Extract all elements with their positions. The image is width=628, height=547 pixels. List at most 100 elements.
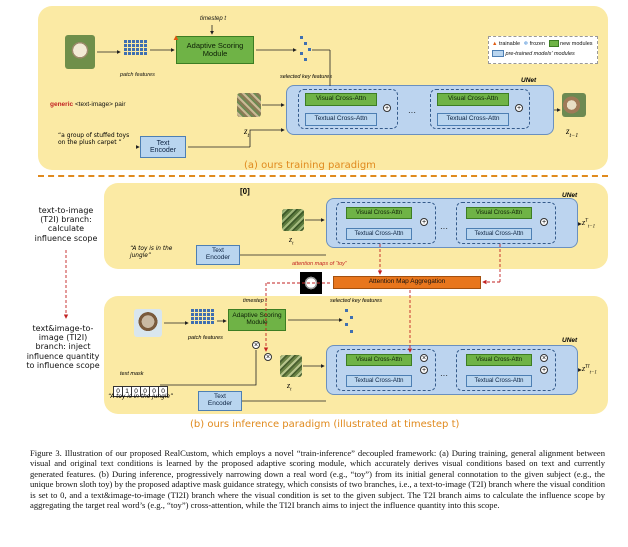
t2i-noisy-image bbox=[282, 209, 304, 231]
visual-cross-attn-2: Visual Cross-Attn bbox=[437, 93, 509, 106]
asm-label-2: Module bbox=[202, 49, 228, 58]
ti2i-textual-ca-1: Textual Cross-Attn bbox=[346, 375, 412, 387]
ti2i-output: zTIt−1 bbox=[582, 364, 597, 376]
ti2i-key-features bbox=[345, 309, 357, 335]
visual-cross-attn-1: Visual Cross-Attn bbox=[305, 93, 377, 106]
ti2i-te-label-1: Text bbox=[214, 393, 226, 401]
legend-new: new modules bbox=[560, 40, 593, 47]
ti2i-mult-2: × bbox=[540, 354, 548, 362]
unet-block-2 bbox=[430, 89, 530, 129]
input-image-dog bbox=[65, 35, 95, 69]
ti2i-out-sup: TI bbox=[585, 364, 590, 370]
unet-block-1 bbox=[298, 89, 398, 129]
unet-mid-block-1 bbox=[336, 202, 436, 244]
training-title: (a) ours training paradigm bbox=[244, 160, 376, 171]
ti2i-visual-ca-1: Visual Cross-Attn bbox=[346, 354, 412, 366]
separator bbox=[38, 175, 608, 177]
z-t1-label: zt−1 bbox=[566, 126, 578, 139]
multiply-node-1: × bbox=[252, 341, 260, 349]
textual-cross-attn-1: Textual Cross-Attn bbox=[305, 113, 377, 126]
ti2i-timestep: timestep t bbox=[243, 298, 267, 304]
t2i-prompt: “A toy is in the jungle” bbox=[130, 246, 173, 259]
text-encoder-label-1: Text bbox=[156, 139, 170, 147]
pair-generic-word: generic bbox=[50, 101, 74, 108]
sloth-subject-image bbox=[134, 309, 162, 337]
attention-maps-label: attention maps of “toy” bbox=[292, 261, 347, 267]
fire-icon: ▲ bbox=[172, 33, 180, 42]
add-node-1: + bbox=[383, 104, 391, 112]
ti2i-patch-grid bbox=[191, 309, 214, 324]
t2i-z-t: zt bbox=[289, 235, 294, 247]
z-t-sub: t bbox=[247, 132, 250, 139]
unet-label-mid: UNet bbox=[562, 192, 578, 199]
unet-bot-block-1 bbox=[336, 349, 436, 391]
selected-key-features-label: selected key features bbox=[280, 74, 332, 80]
add-node-2: + bbox=[515, 104, 523, 112]
unet-dots-top: ··· bbox=[408, 108, 416, 117]
t2i-out-sup: T bbox=[585, 218, 588, 224]
ti2i-textual-ca-2: Textual Cross-Attn bbox=[466, 375, 532, 387]
unet-dots-bot: ··· bbox=[440, 371, 448, 380]
mask-cell: 0 bbox=[158, 386, 168, 397]
ti2i-prompt: “A toy is in the jungle” bbox=[108, 394, 173, 400]
adaptive-scoring-module: Adaptive Scoring Module bbox=[176, 36, 254, 64]
legend-pretrained: pre-trained models' modules bbox=[505, 50, 575, 57]
ti2i-te-label-2: Encoder bbox=[207, 400, 233, 407]
t2i-out-symbol: z bbox=[582, 218, 586, 227]
asm-label-1: Adaptive Scoring bbox=[186, 41, 244, 51]
text-encoder-top: Text Encoder bbox=[140, 136, 186, 158]
ti2i-asm-label-1: Adaptive Scoring bbox=[232, 312, 282, 320]
unet-dots-mid: ··· bbox=[440, 224, 448, 233]
ti2i-add-1: + bbox=[420, 366, 428, 374]
t2i-add-1: + bbox=[420, 218, 428, 226]
t2i-visual-ca-1: Visual Cross-Attn bbox=[346, 207, 412, 219]
ti2i-noisy-image bbox=[280, 355, 302, 377]
output-image bbox=[562, 93, 586, 117]
ti2i-patch-label: patch features bbox=[188, 335, 223, 341]
multiply-node-2: × bbox=[264, 353, 272, 361]
ti2i-out-symbol: z bbox=[582, 364, 586, 373]
t2i-output: zTt−1 bbox=[582, 218, 595, 230]
ti2i-adaptive-scoring: Adaptive Scoring Module bbox=[228, 309, 286, 331]
pair-rest: <text-image> pair bbox=[74, 101, 126, 108]
legend-frozen: frozen bbox=[529, 40, 546, 47]
selected-key-features bbox=[300, 36, 314, 66]
unet-label-top: UNet bbox=[521, 77, 537, 84]
inference-title: (b) ours inference paradigm (illustrated… bbox=[190, 419, 460, 430]
snowflake-icon: ❄ bbox=[523, 40, 529, 47]
legend-trainable: trainable bbox=[498, 40, 521, 47]
noisy-latent-image bbox=[237, 93, 261, 117]
t2i-text-encoder: Text Encoder bbox=[196, 245, 240, 265]
ti2i-asm-label-2: Module bbox=[246, 319, 268, 326]
ti2i-selected-key-features: selected key features bbox=[330, 298, 382, 304]
ti2i-mult-1: × bbox=[420, 354, 428, 362]
patch-feature-grid bbox=[124, 40, 147, 55]
t2i-side-label: text-to-image (T2I) branch: calculate in… bbox=[34, 206, 98, 243]
figure-caption: Figure 3. Illustration of our proposed R… bbox=[30, 448, 605, 511]
t2i-add-2: + bbox=[540, 218, 548, 226]
z-t-symbol: z bbox=[244, 126, 248, 136]
textual-cross-attn-2: Textual Cross-Attn bbox=[437, 113, 509, 126]
ti2i-side-label: text&image-to-image (TI2I) branch: injec… bbox=[26, 324, 100, 370]
legend-blue-swatch bbox=[492, 50, 504, 57]
t2i-textual-ca-1: Textual Cross-Attn bbox=[346, 228, 412, 240]
text-encoder-label-2: Encoder bbox=[149, 147, 177, 154]
patch-features-label: patch features bbox=[120, 72, 155, 78]
ti2i-visual-ca-2: Visual Cross-Attn bbox=[466, 354, 532, 366]
attention-mask-image bbox=[300, 272, 322, 294]
z-t-label: zt bbox=[244, 126, 249, 139]
unet-mid-block-2 bbox=[456, 202, 556, 244]
t2i-te-label-1: Text bbox=[212, 247, 224, 255]
z-t1-symbol: z bbox=[566, 126, 570, 136]
ti2i-out-sub: t−1 bbox=[589, 370, 597, 376]
unet-label-bot: UNet bbox=[562, 337, 578, 344]
text-mask-label: text mask bbox=[120, 371, 144, 377]
attention-map-aggregation: Attention Map Aggregation bbox=[333, 276, 481, 289]
t2i-textual-ca-2: Textual Cross-Attn bbox=[466, 228, 532, 240]
t2i-te-label-2: Encoder bbox=[205, 254, 231, 261]
training-prompt: “a group of stuffed toys on the plush ca… bbox=[58, 132, 130, 147]
ti2i-z-t: zt bbox=[287, 381, 292, 393]
legend-green-swatch bbox=[548, 40, 559, 47]
ti2i-add-2: + bbox=[540, 366, 548, 374]
